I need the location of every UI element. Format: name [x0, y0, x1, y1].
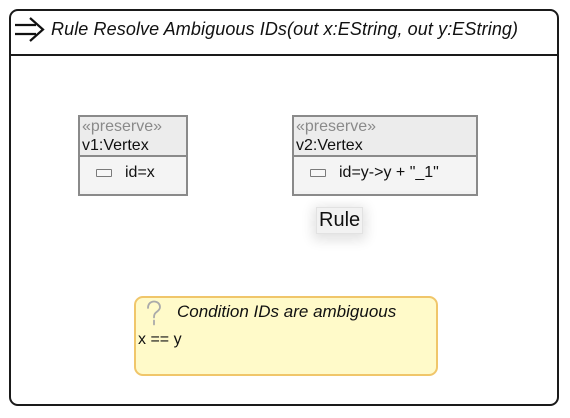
tooltip: Rule	[316, 207, 364, 234]
node-stereotype: «preserve»	[82, 118, 163, 135]
question-mark-icon	[147, 300, 161, 326]
node-name[interactable]: v2:Vertex	[296, 137, 363, 154]
node-attribute: id=y->y + "_1"	[339, 164, 439, 181]
condition-box[interactable]: Condition IDs are ambiguous x == y	[134, 296, 438, 376]
attribute-icon	[310, 169, 326, 177]
rule-arrow-icon	[15, 17, 45, 42]
node-name[interactable]: v1:Vertex	[82, 137, 149, 154]
node-attribute: id=x	[125, 164, 155, 181]
node-attribute-row[interactable]: id=y->y + "_1"	[294, 157, 476, 191]
rule-header: Rule Resolve Ambiguous IDs(out x:EString…	[11, 11, 557, 56]
attribute-icon	[96, 169, 112, 177]
node-v2-vertex[interactable]: «preserve» v2:Vertex id=y->y + "_1"	[292, 115, 478, 196]
node-attribute-row[interactable]: id=x	[80, 157, 186, 191]
node-header: «preserve» v1:Vertex	[80, 117, 186, 157]
condition-title: Condition IDs are ambiguous	[177, 302, 397, 321]
node-header: «preserve» v2:Vertex	[294, 117, 476, 157]
node-v1-vertex[interactable]: «preserve» v1:Vertex id=x	[78, 115, 188, 196]
node-stereotype: «preserve»	[296, 118, 377, 135]
condition-expression[interactable]: x == y	[138, 331, 182, 348]
rule-title[interactable]: Rule Resolve Ambiguous IDs(out x:EString…	[51, 19, 519, 39]
